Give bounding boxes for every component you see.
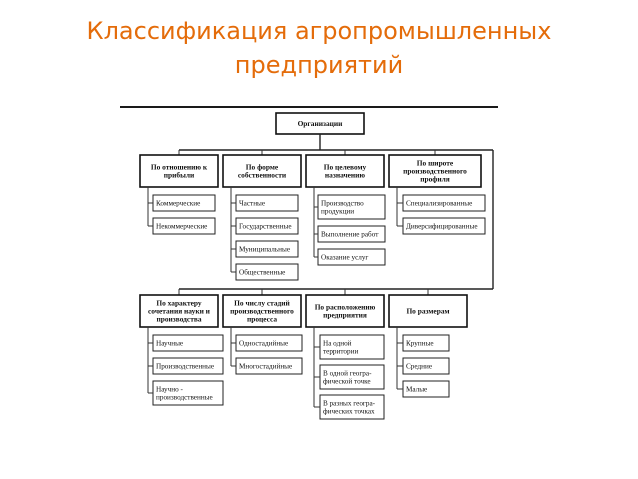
row2-category-label-line: процесса — [247, 315, 277, 324]
title-line-1: Классификация агропромышленных — [86, 17, 552, 45]
row1-category-box — [388, 154, 482, 188]
row2-item-label: Малые — [406, 386, 427, 394]
row1-item-label-line: Выполнение работ — [321, 231, 379, 239]
row1-item-label-line: Государственные — [239, 223, 292, 231]
row2-item-label: Одностадийные — [239, 340, 288, 348]
row2-category-label-line: По числу стадий — [234, 298, 290, 307]
row1-item-label: Специализированные — [406, 200, 472, 208]
row2-category-label-line: сочетания науки и — [148, 307, 211, 316]
row2-item-label-line: производственные — [156, 394, 213, 402]
row1-category-label-line: назначению — [325, 171, 366, 180]
row2-item-label: Крупные — [406, 340, 434, 348]
row2-item-label-line: В разных геогра- — [323, 400, 376, 408]
title-divider — [120, 106, 498, 108]
row1-category-label-line: профиля — [420, 175, 450, 184]
row1-item-label-line: Частные — [239, 200, 265, 208]
row1-item-label: Общественные — [239, 269, 285, 277]
row2-category-box — [222, 294, 302, 328]
row2-item-label-line: Крупные — [406, 340, 434, 348]
row1-item-label-line: Производство — [321, 200, 364, 208]
row2-category-label-line: предприятия — [323, 311, 367, 320]
row1-item-label-line: Специализированные — [406, 200, 472, 208]
row1-category-label-line: По целевому — [324, 162, 367, 171]
row2-item-label: В разных геогра-фических точках — [323, 400, 376, 416]
row2-category-label-line: производственного — [230, 307, 294, 316]
row1-item-label: Государственные — [239, 223, 292, 231]
slide-title: Классификация агропромышленных предприят… — [0, 14, 638, 82]
row2-category-label-line: производства — [156, 315, 201, 324]
row1-item-label-line: Некоммерческие — [156, 223, 207, 231]
row1-item-label: Диверсифицированные — [406, 223, 478, 231]
row2-item-label-line: Производственные — [156, 363, 214, 371]
row2-item-label-line: территории — [323, 348, 358, 356]
row2-item-label-line: фических точках — [323, 408, 375, 416]
row2-category-label-line: По расположению — [315, 302, 376, 311]
row2-item-label-line: На одной — [323, 340, 352, 348]
row1-category-label-line: производственного — [403, 167, 467, 176]
row2-item-label-line: Научные — [156, 340, 183, 348]
row1-item-label-line: Муниципальные — [239, 246, 290, 254]
row2-item-label-line: Одностадийные — [239, 340, 288, 348]
row1-category-label-line: собственности — [238, 171, 287, 180]
row1-category-label-line: По широте — [417, 158, 454, 167]
row2-item-label: Производственные — [156, 363, 214, 371]
row2-item-label: Научные — [156, 340, 183, 348]
row2-item-label: Средние — [406, 363, 432, 371]
row1-item-label: Частные — [239, 200, 265, 208]
row1-category-box — [222, 154, 302, 188]
row1-item-label: Выполнение работ — [321, 231, 379, 239]
row2-category-label: По размерам — [406, 307, 449, 316]
row2-item-label: Научно -производственные — [156, 386, 213, 402]
row2-category-label-line: По размерам — [406, 307, 449, 316]
row2-item-label: Многостадийные — [239, 363, 292, 371]
row2-item-label-line: фической точке — [323, 378, 371, 386]
row1-item-label: Оказание услуг — [321, 254, 368, 262]
row2-category-box — [139, 294, 219, 328]
row1-item-label-line: Оказание услуг — [321, 254, 368, 262]
row1-item-label-line: Общественные — [239, 269, 285, 277]
row1-item-label-line: Диверсифицированные — [406, 223, 478, 231]
row1-category-box — [139, 154, 219, 188]
row2-item-label-line: Многостадийные — [239, 363, 292, 371]
row2-item-label-line: В одной геогра- — [323, 370, 372, 378]
row2-item-label-line: Малые — [406, 386, 427, 394]
row2-category-box — [305, 294, 385, 328]
row1-item-label-line: Коммерческие — [156, 200, 200, 208]
row1-category-label-line: По отношению к — [151, 162, 208, 171]
row1-category-label-line: прибыли — [164, 171, 195, 180]
row1-category-label-line: По форме — [246, 162, 279, 171]
row2-item-label-line: Средние — [406, 363, 432, 371]
row1-item-label: Муниципальные — [239, 246, 290, 254]
row2-category-box — [388, 294, 468, 328]
row1-item-label-line: продукции — [321, 208, 354, 216]
root-label: Организации — [298, 119, 344, 128]
row2-item-label: В одной геогра-фической точке — [323, 370, 372, 386]
row1-item-label: Некоммерческие — [156, 223, 207, 231]
row2-item-label-line: Научно - — [156, 386, 183, 394]
row1-item-label: Коммерческие — [156, 200, 200, 208]
row2-category-label-line: По характеру — [156, 298, 202, 307]
title-line-2: предприятий — [234, 51, 404, 79]
row1-category-box — [305, 154, 385, 188]
